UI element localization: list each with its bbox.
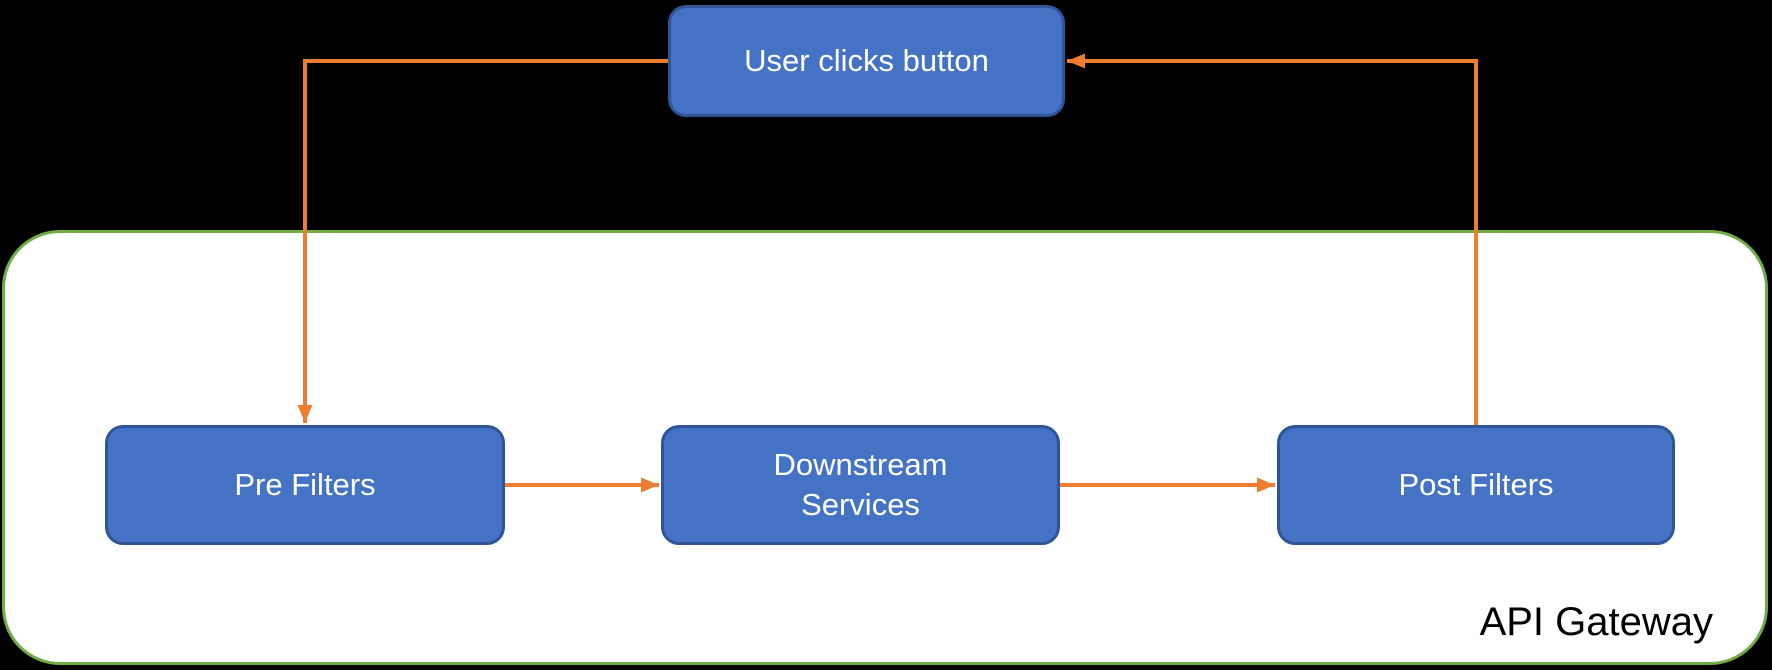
node-post-filters: Post Filters <box>1277 425 1675 545</box>
node-post-filters-label: Post Filters <box>1398 466 1554 502</box>
node-user-clicks-button: User clicks button <box>668 5 1065 117</box>
node-user-clicks-button-label: User clicks button <box>744 42 989 78</box>
node-pre-filters: Pre Filters <box>105 425 505 545</box>
node-downstream-services: Downstream Services <box>661 425 1060 545</box>
api-gateway-label: API Gateway <box>1479 600 1713 644</box>
node-downstream-services-label: Downstream Services <box>773 446 948 522</box>
node-pre-filters-label: Pre Filters <box>234 466 376 502</box>
